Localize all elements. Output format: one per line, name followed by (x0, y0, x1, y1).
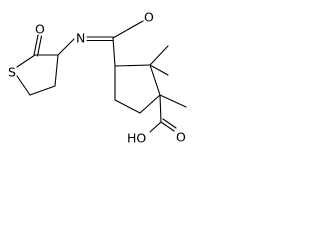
bond-methyl-a (149, 45, 169, 66)
bond-c-o-upper (112, 20, 144, 39)
bond-r2-r3 (149, 64, 161, 96)
amide-linkage (57, 20, 144, 67)
methyl-groups (149, 45, 187, 108)
bond-c2-o-double-b (36, 35, 43, 57)
thiolactone-ring (16, 34, 59, 96)
bond-cooh-oh (149, 121, 162, 133)
bond-cooh-o-double-b (162, 118, 177, 129)
atom-amide-nitrogen: N (76, 31, 85, 46)
bond-r4-r5 (114, 99, 141, 114)
atom-amide-oxygen: O (144, 10, 154, 25)
atom-ring-oxygen: O (35, 22, 45, 37)
atom-ring-sulfur: S (8, 65, 16, 80)
carboxylic-acid (149, 94, 177, 133)
cyclopentane-ring (114, 64, 161, 114)
bond-s1-c5 (16, 75, 31, 96)
bond-c5-c4 (29, 85, 56, 96)
atom-acid-oxygen: O (176, 130, 186, 145)
bond-r3-r4 (139, 94, 161, 114)
bond-methyl-b (149, 64, 169, 76)
bond-ring-cooh (159, 94, 162, 123)
bond-c2-s1 (16, 54, 36, 68)
bond-c2-o-double-a (33, 34, 39, 56)
atom-acid-hydroxyl: HO (127, 131, 146, 146)
bond-methyl-c (159, 94, 187, 108)
bond-cooh-o-double-a (160, 121, 175, 132)
bond-c4-c3 (54, 54, 59, 87)
bond-c-ring (112, 37, 116, 67)
bond-c3-n (57, 38, 75, 56)
bond-r1-r2 (114, 64, 151, 67)
molecule-structure: O S N O HO O (8, 10, 187, 146)
